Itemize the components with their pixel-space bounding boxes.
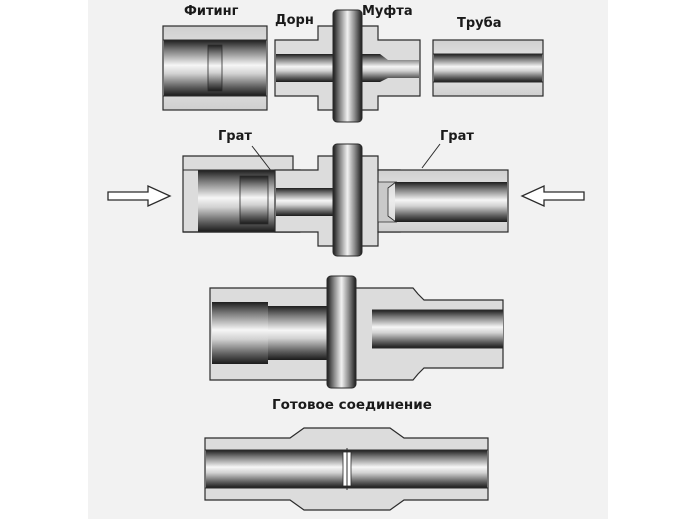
sleeve-in-assembly <box>274 143 401 257</box>
label-mandrel: Дорн <box>275 13 314 28</box>
fitting-in-assembly <box>182 155 301 233</box>
finished-joint <box>204 427 489 511</box>
label-burr-left: Грат <box>218 129 252 144</box>
label-tube: Труба <box>457 16 502 31</box>
label-fitting: Фитинг <box>184 4 239 19</box>
fitting-part <box>162 25 268 111</box>
burr-right-pointer <box>421 143 441 169</box>
arrow-left-outline-icon <box>520 184 585 208</box>
sleeve-part <box>274 9 421 123</box>
arrow-right-outline-icon <box>107 184 172 208</box>
tube-in-assembly <box>377 169 509 233</box>
label-sleeve: Муфта <box>362 4 413 19</box>
label-finished-joint: Готовое соединение <box>272 397 432 413</box>
burr-left-pointer <box>251 145 273 173</box>
swaged-assembly <box>209 275 504 389</box>
label-burr-right: Грат <box>440 129 474 144</box>
tube-part <box>432 39 544 97</box>
